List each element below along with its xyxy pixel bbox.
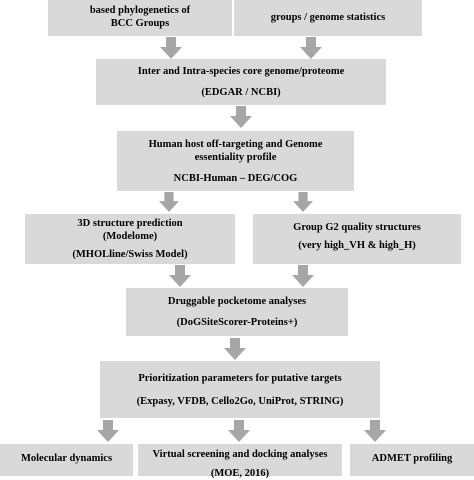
arrow-stats-to-core bbox=[300, 37, 322, 59]
prioritization-line2: (Expasy, VFDB, Cello2Go, UniProt, STRING… bbox=[136, 395, 344, 407]
host-profile-line2: essentiality profile bbox=[194, 151, 277, 163]
host-profile-line3: NCBI-Human – DEG/COG bbox=[173, 172, 298, 184]
virtual-screening-line1: Virtual screening and docking analyses bbox=[152, 449, 328, 460]
arrow-to-admet bbox=[364, 420, 386, 442]
arrow-core-to-host bbox=[230, 106, 252, 128]
virtual-screening-box: Virtual screening and docking analyses (… bbox=[138, 444, 342, 479]
genome-statistics-line1: groups / genome statistics bbox=[270, 11, 386, 23]
prioritization-line1: Prioritization parameters for putative t… bbox=[138, 372, 342, 384]
quality-structures-line1: Group G2 quality structures bbox=[293, 221, 421, 233]
pocketome-box: Druggable pocketome analyses (DoGSiteSco… bbox=[126, 288, 348, 336]
arrow-host-to-quality bbox=[293, 192, 313, 212]
arrow-phylo-to-core bbox=[160, 37, 182, 59]
core-genome-line1: Inter and Intra-species core genome/prot… bbox=[137, 66, 345, 77]
admet-profiling-box: ADMET profiling bbox=[350, 444, 474, 476]
host-profile-line1: Human host off-targeting and Genome bbox=[148, 138, 323, 150]
arrow-structure-to-pocketome bbox=[169, 265, 191, 287]
phylogenetics-line2: BCC Groups bbox=[110, 18, 170, 29]
quality-structures-line2: (very high_VH & high_H) bbox=[298, 239, 416, 251]
molecular-dynamics-box: Molecular dynamics bbox=[0, 444, 133, 476]
admet-profiling-line1: ADMET profiling bbox=[371, 453, 453, 464]
arrow-pocketome-to-prioritization bbox=[224, 338, 246, 360]
core-genome-box: Inter and Intra-species core genome/prot… bbox=[96, 59, 386, 105]
phylogenetics-box: based phylogenetics of BCC Groups bbox=[48, 0, 232, 36]
pocketome-line1: Druggable pocketome analyses bbox=[167, 296, 307, 307]
structure-prediction-line2: (Modelome) bbox=[102, 231, 158, 242]
arrow-quality-to-pocketome bbox=[292, 265, 314, 287]
quality-structures-box: Group G2 quality structures (very high_V… bbox=[253, 214, 461, 264]
arrow-to-vs bbox=[228, 420, 250, 442]
arrow-to-md bbox=[97, 420, 119, 442]
molecular-dynamics-line1: Molecular dynamics bbox=[20, 453, 113, 464]
structure-prediction-line1: 3D structure prediction bbox=[77, 218, 183, 229]
core-genome-line2: (EDGAR / NCBI) bbox=[201, 87, 281, 98]
host-profile-box: Human host off-targeting and Genome esse… bbox=[117, 131, 354, 191]
structure-prediction-box: 3D structure prediction (Modelome) (MHOL… bbox=[25, 214, 235, 264]
pocketome-line2: (DoGSiteScorer-Proteins+) bbox=[176, 317, 298, 328]
genome-statistics-box: groups / genome statistics bbox=[234, 0, 422, 36]
prioritization-box: Prioritization parameters for putative t… bbox=[100, 361, 380, 418]
phylogenetics-line1: based phylogenetics of bbox=[89, 5, 191, 16]
structure-prediction-line3: (MHOLline/Swiss Model) bbox=[72, 249, 188, 260]
arrow-host-to-structure bbox=[159, 192, 179, 212]
